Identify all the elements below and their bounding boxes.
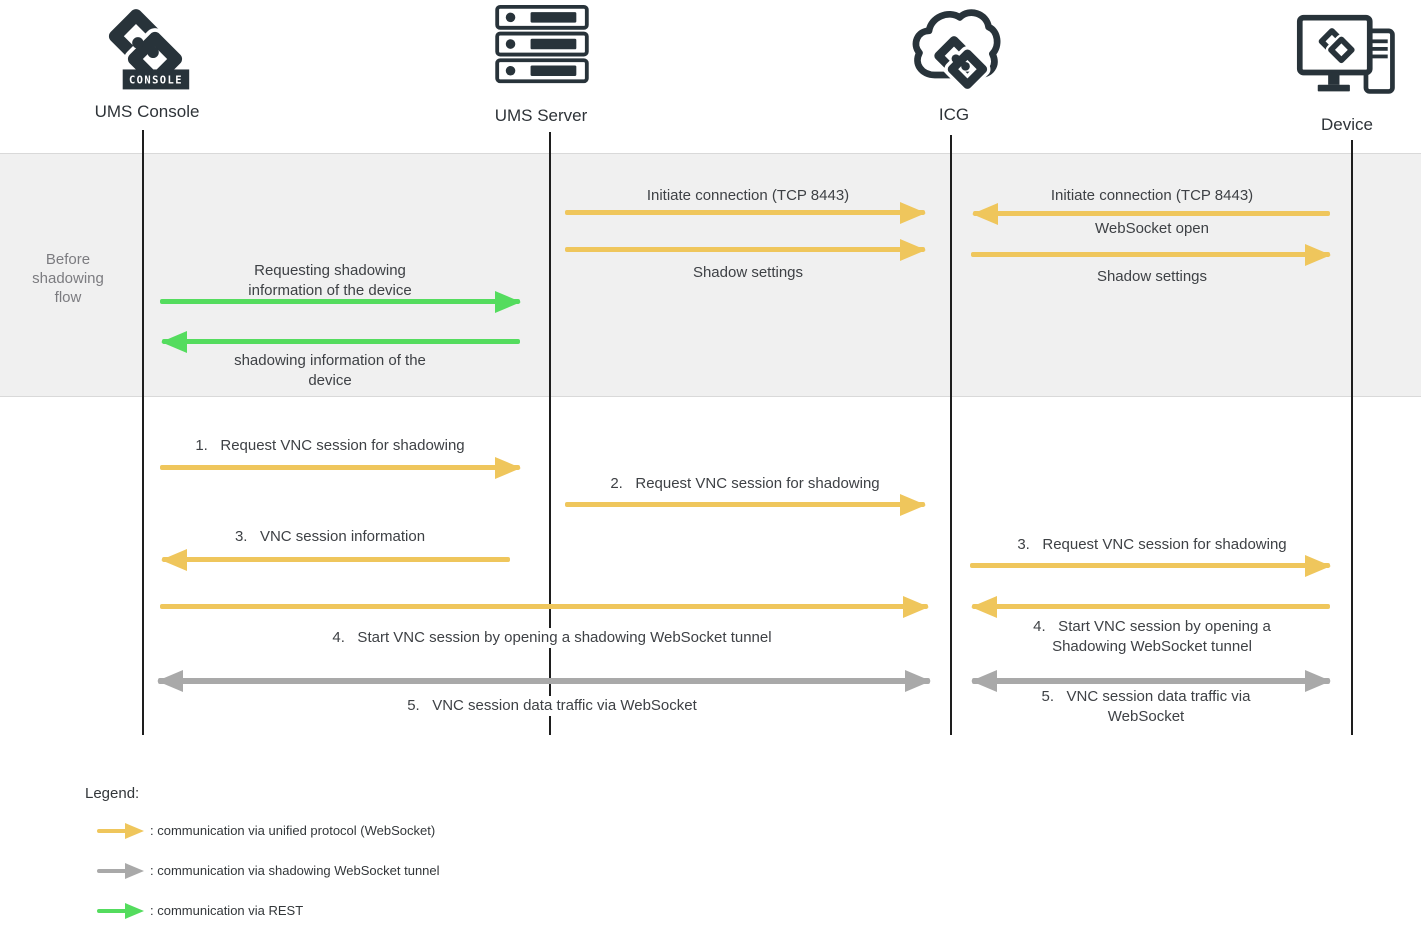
ums-console-icon: CONSOLE	[108, 9, 190, 90]
before-shadowing-phase-band	[0, 153, 1421, 397]
label-step4-start-vnc-console-icg: 4. Start VNC session by opening a shadow…	[328, 628, 776, 648]
label-shadowing-info-response: shadowing information of the device	[234, 352, 426, 389]
device-icon	[1296, 14, 1395, 94]
arrow-step2-request-vnc	[565, 502, 925, 507]
arrow-step5-vnc-traffic-console-icg	[158, 678, 930, 684]
shadowing-websocket-tunnel-arrow-icon	[97, 869, 127, 873]
label-step1-request-vnc: 1. Request VNC session for shadowing	[195, 437, 465, 454]
actor-label-icg: ICG	[938, 105, 970, 124]
icg-cloud-icon	[912, 9, 1001, 93]
arrow-initiate-connection-server-icg	[565, 210, 925, 215]
label-shadow-settings-server-icg: Shadow settings	[692, 264, 804, 281]
legend-label-unified-protocol: : communication via unified protocol (We…	[150, 823, 436, 838]
arrow-step4-start-vnc-device-icg	[972, 604, 1330, 609]
label-requesting-shadowing-info: Requesting shadowing information of the …	[248, 262, 412, 299]
label-shadow-settings-icg-device: Shadow settings	[1096, 268, 1208, 285]
rest-arrow-icon	[97, 909, 127, 913]
actor-label-device: Device	[1321, 115, 1373, 134]
unified-protocol-arrow-icon	[97, 829, 127, 833]
arrow-step1-request-vnc	[160, 465, 520, 470]
label-step5-vnc-traffic-console-icg: 5. VNC session data traffic via WebSocke…	[403, 696, 701, 716]
arrow-shadow-settings-icg-device	[971, 252, 1330, 257]
legend-label-shadowing-tunnel: : communication via shadowing WebSocket …	[150, 863, 440, 878]
console-badge-text: CONSOLE	[129, 75, 183, 87]
arrow-initiate-connection-device-icg	[973, 211, 1330, 216]
label-step5-vnc-traffic-icg-device: 5. VNC session data traffic via WebSocke…	[1041, 688, 1251, 725]
arrow-shadow-settings-server-icg	[565, 247, 925, 252]
actor-label-ums-server: UMS Server	[494, 106, 588, 125]
actor-label-ums-console: UMS Console	[94, 102, 200, 121]
legend-label-rest: : communication via REST	[150, 903, 304, 918]
lifeline-device	[1351, 140, 1353, 735]
lifeline-ums-console	[142, 130, 144, 735]
label-step4-start-vnc-device-icg: 4. Start VNC session by opening a Shadow…	[1033, 618, 1271, 655]
legend-title: Legend:	[85, 785, 140, 802]
lifeline-ums-server	[549, 132, 551, 735]
ums-server-icon	[495, 4, 589, 84]
arrow-step3-vnc-session-info	[162, 557, 510, 562]
arrow-shadowing-info-response	[162, 339, 520, 344]
label-initiate-connection-device-icg: Initiate connection (TCP 8443)	[1050, 187, 1254, 204]
label-step2-request-vnc: 2. Request VNC session for shadowing	[610, 475, 880, 492]
label-step3-vnc-session-info: 3. VNC session information	[234, 528, 426, 545]
lifeline-icg	[950, 135, 952, 735]
label-step3-request-vnc-device: 3. Request VNC session for shadowing	[1017, 536, 1287, 553]
arrow-step5-vnc-traffic-icg-device	[972, 678, 1330, 684]
arrow-step4-start-vnc-console-icg	[160, 604, 928, 609]
label-initiate-connection-server-icg: Initiate connection (TCP 8443)	[646, 187, 850, 204]
label-websocket-open: WebSocket open	[1095, 220, 1209, 237]
arrow-step3-request-vnc-device	[970, 563, 1330, 568]
arrow-requesting-shadowing-info	[160, 299, 520, 304]
phase-label: Before shadowing flow	[32, 251, 104, 306]
